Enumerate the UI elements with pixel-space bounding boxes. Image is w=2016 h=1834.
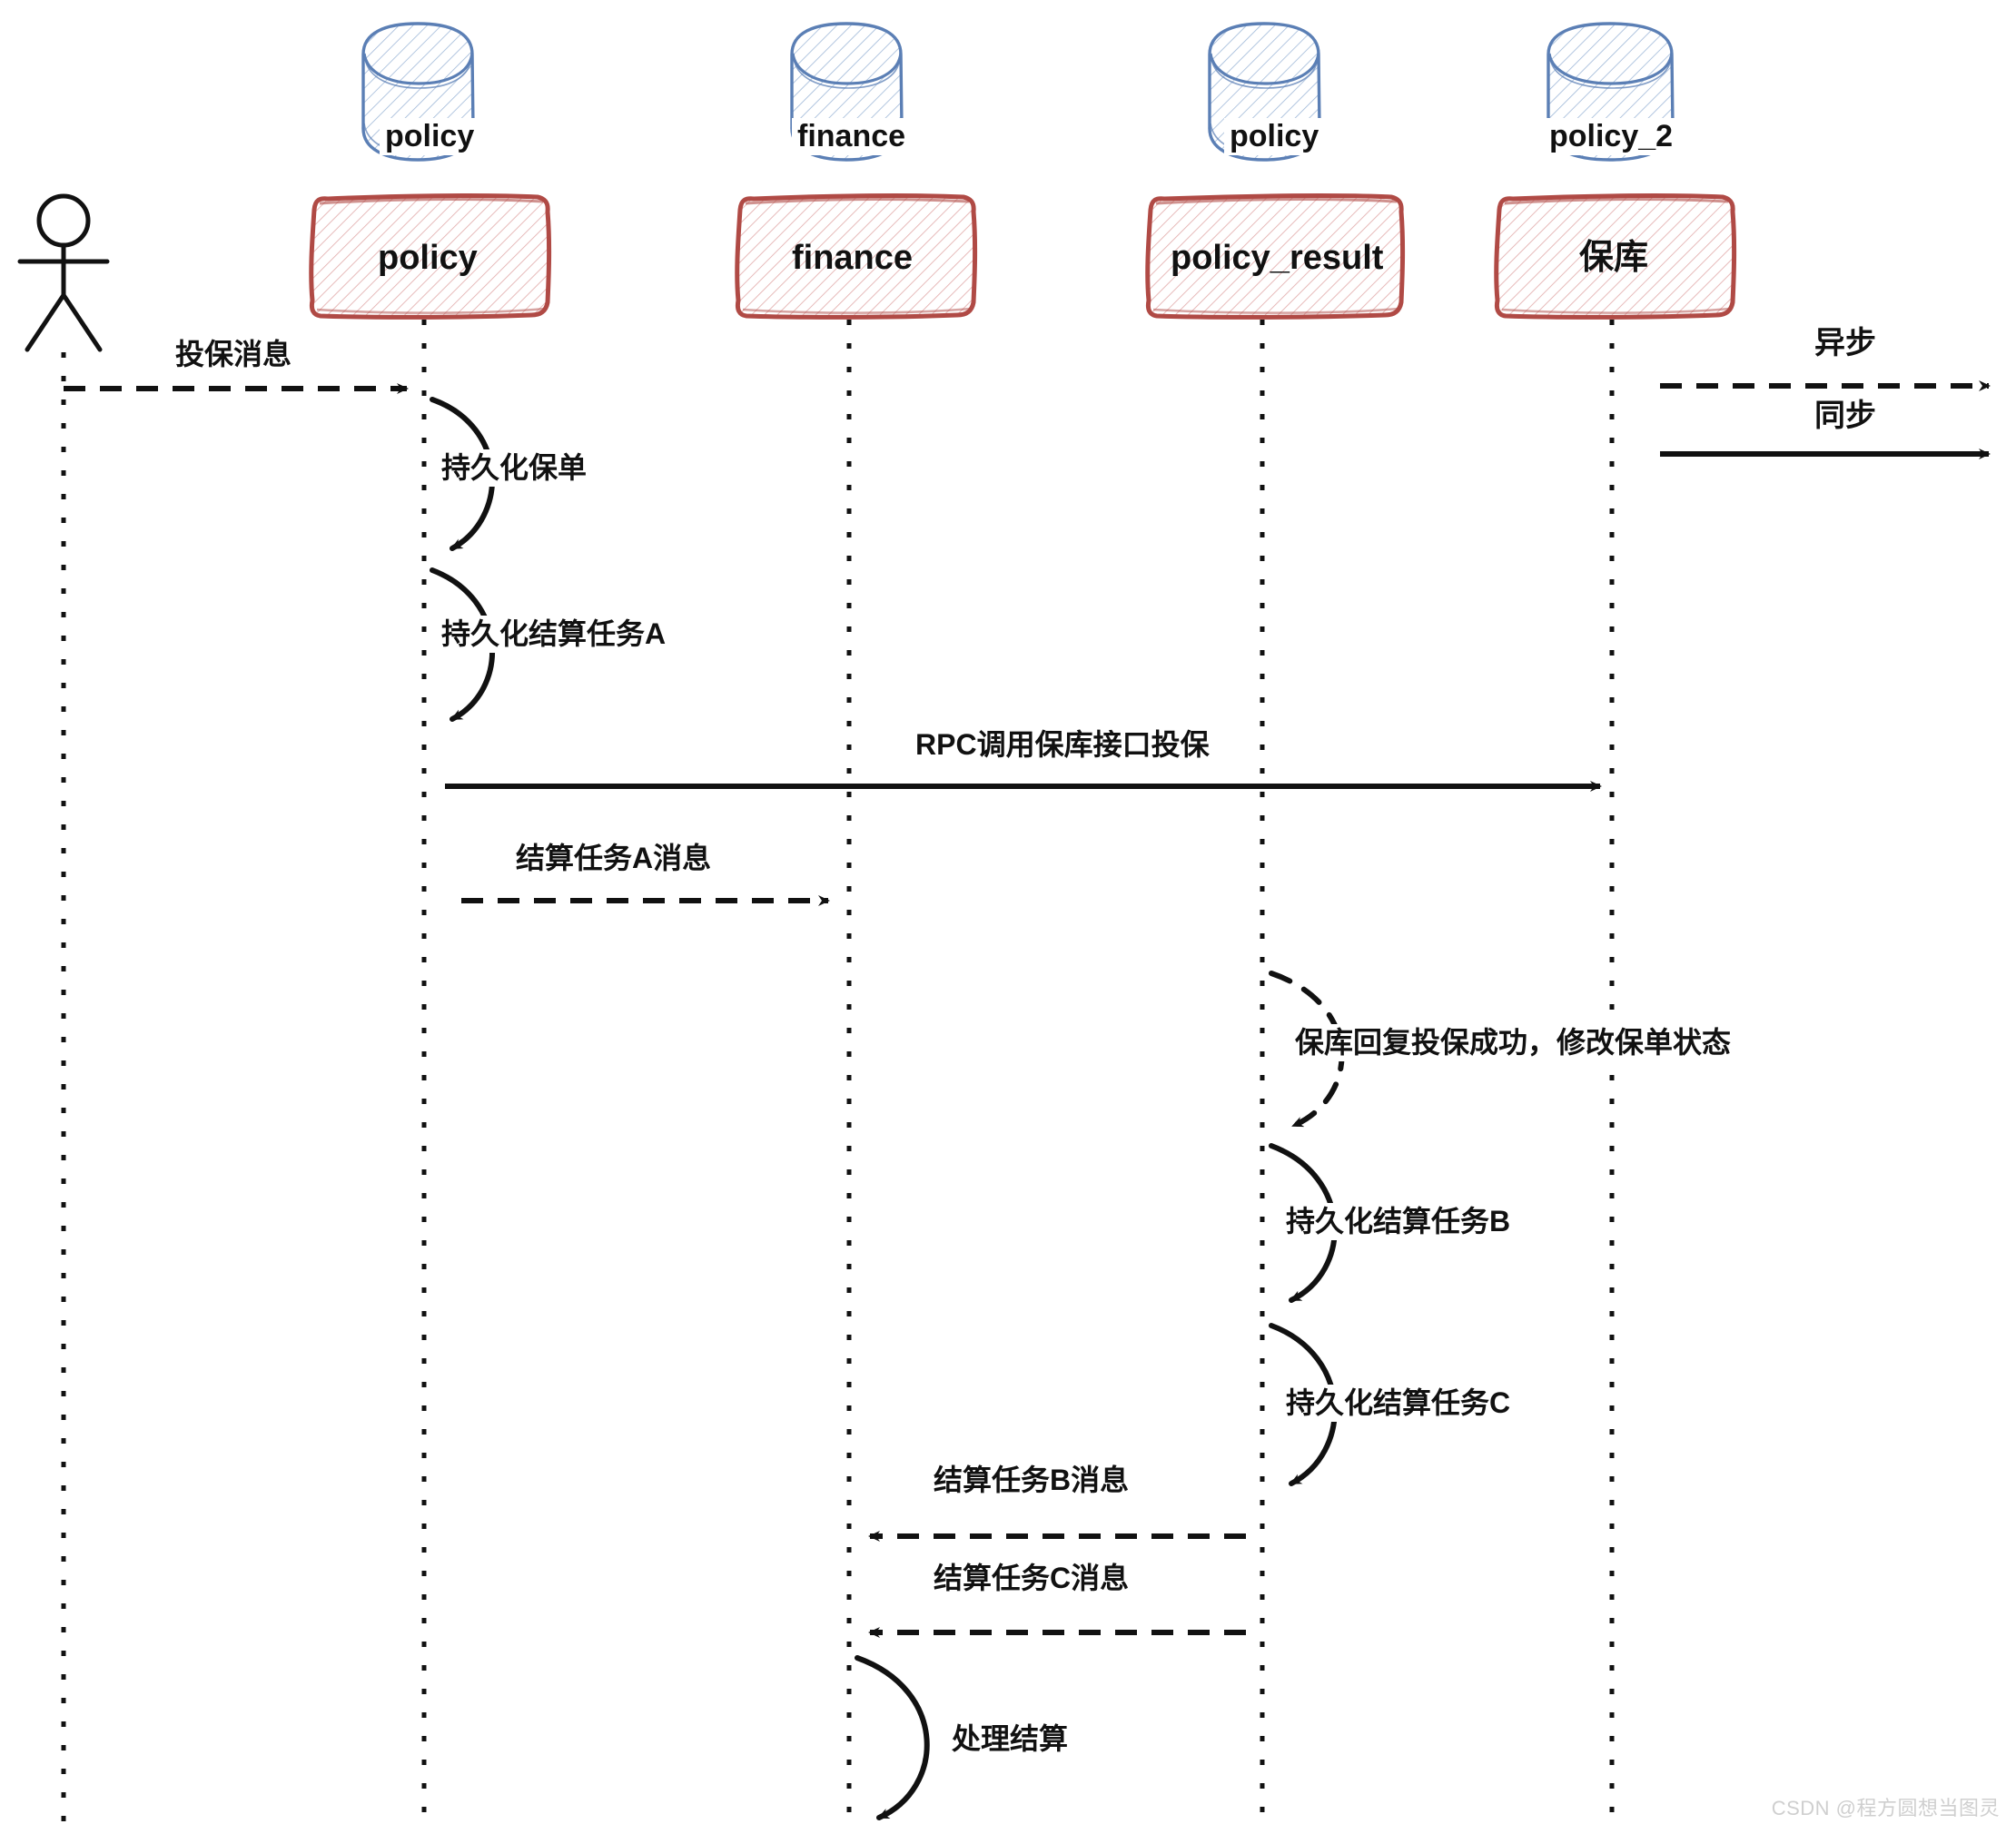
participant-box-baoku[interactable]	[1494, 193, 1737, 320]
database-label-policy: policy	[380, 118, 480, 156]
database-label-policy-result: policy	[1224, 118, 1325, 156]
participant-label-policy-result[interactable]: policy_result	[1171, 239, 1384, 277]
participant-label-baoku[interactable]: 保库	[1579, 239, 1649, 277]
database-label-policy-2: policy_2	[1544, 118, 1679, 156]
message-label-7: 持久化结算任务C	[1279, 1385, 1518, 1423]
message-label-9: 结算任务C消息	[926, 1560, 1137, 1598]
message-label-8: 结算任务B消息	[926, 1462, 1137, 1500]
legend-label-sync: 同步	[1807, 398, 1883, 436]
actor-figure	[17, 193, 110, 352]
message-selfloop-10	[855, 1655, 930, 1820]
participant-box-policy-result[interactable]	[1145, 193, 1406, 320]
message-label-10: 处理结算	[944, 1721, 1076, 1759]
message-label-4: 结算任务A消息	[509, 840, 719, 878]
participant-label-policy[interactable]: policy	[378, 239, 478, 277]
message-label-3: RPC调用保库接口投保	[908, 726, 1217, 764]
database-label-finance: finance	[792, 118, 912, 156]
message-label-6: 持久化结算任务B	[1279, 1203, 1518, 1241]
participant-box-finance[interactable]	[735, 193, 978, 320]
message-label-0: 投保消息	[168, 336, 300, 374]
participant-box-policy[interactable]	[309, 193, 552, 320]
watermark: CSDN @程方圆想当图灵	[1771, 1797, 2000, 1819]
message-label-1: 持久化保单	[434, 449, 595, 488]
legend-label-async: 异步	[1807, 325, 1883, 363]
message-label-2: 持久化结算任务A	[434, 616, 674, 654]
participant-label-finance[interactable]: finance	[792, 239, 914, 277]
message-label-5: 保库回复投保成功，修改保单状态	[1288, 1024, 1739, 1062]
